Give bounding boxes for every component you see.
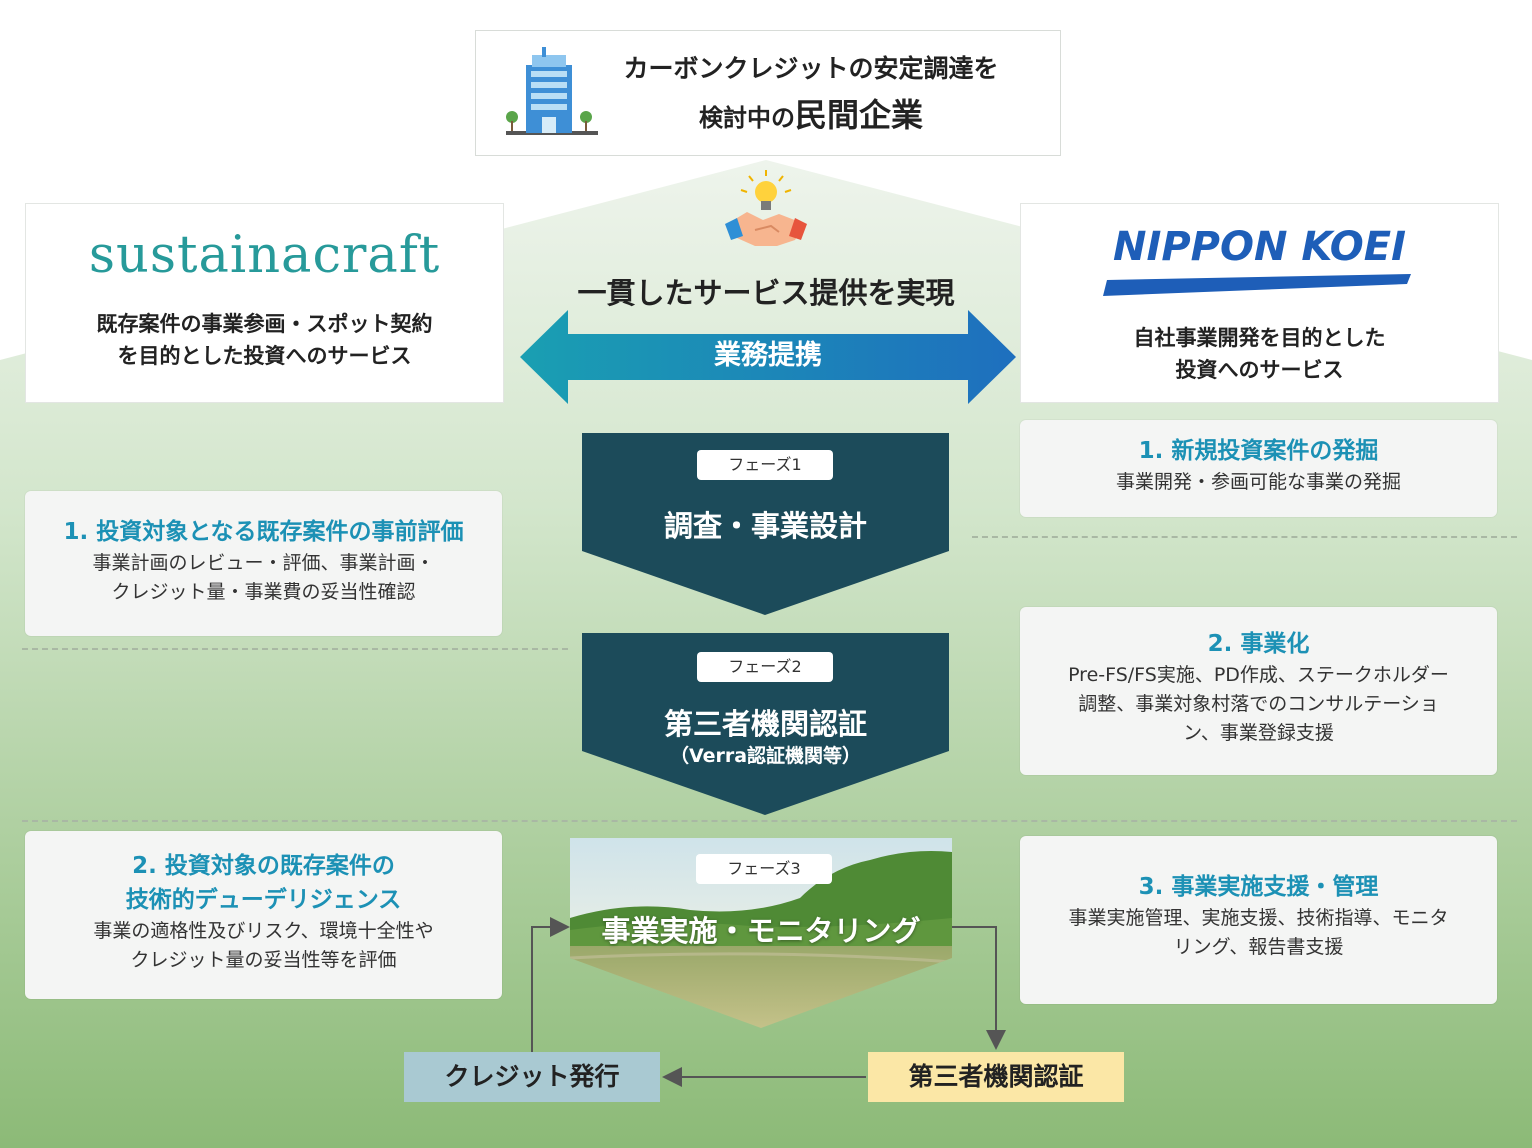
right-service-2-body-2: 調整、事業対象村落でのコンサルテーショ [1078, 693, 1439, 715]
phase-2-subtitle: （Verra認証機関等） [669, 745, 862, 767]
phase-1-shape [582, 433, 949, 615]
sustainacraft-desc-line2: を目的とした投資へのサービス [117, 344, 412, 368]
phase-2-chevron: フェーズ2 第三者機関認証 （Verra認証機関等） [582, 633, 949, 815]
phase-3-tag: フェーズ3 [696, 854, 832, 884]
target-client-main: 民間企業 [794, 96, 923, 134]
right-service-3: 3. 事業実施支援・管理 事業実施管理、実施支援、技術指導、モニタ リング、報告… [1020, 836, 1497, 1004]
phase-2-shape [582, 633, 949, 815]
left-service-1-body-1: 事業計画のレビュー・評価、事業計画・ [92, 552, 435, 574]
nippon-koei-logo: NIPPON KOEI [1112, 224, 1407, 270]
phase-3-chevron: フェーズ3 事業実施・モニタリング [570, 838, 952, 1028]
left-service-2-body-1: 事業の適格性及びリスク、環境十全性や [93, 920, 434, 942]
partnership-headline: 一貫したサービス提供を実現 [577, 276, 955, 310]
right-service-2-title: 2. 事業化 [1207, 631, 1310, 657]
target-client-box: カーボンクレジットの安定調達を 検討中の民間企業 [475, 30, 1061, 156]
nippon-koei-desc-line1: 自社事業開発を目的とした [1133, 326, 1386, 350]
left-service-2-title-1: 2. 投資対象の既存案件の [132, 853, 395, 879]
separator-full [22, 820, 1517, 822]
phase-1-title: 調査・事業設計 [663, 509, 867, 543]
separator-right-1 [972, 536, 1517, 538]
target-client-line1: カーボンクレジットの安定調達を [623, 54, 999, 83]
right-service-1: 1. 新規投資案件の発掘 事業開発・参画可能な事業の発掘 [1020, 420, 1497, 517]
right-service-3-body-1: 事業実施管理、実施支援、技術指導、モニタ [1068, 907, 1449, 929]
right-service-3-title: 3. 事業実施支援・管理 [1138, 874, 1379, 900]
right-service-1-title: 1. 新規投資案件の発掘 [1138, 438, 1379, 464]
right-service-2-body-3: ン、事業登録支援 [1183, 722, 1334, 744]
nippon-koei-desc-line2: 投資へのサービス [1175, 358, 1344, 382]
phase-1-chevron: フェーズ1 調査・事業設計 [582, 433, 949, 615]
left-service-2-title-2: 技術的デューデリジェンス [125, 887, 402, 913]
phase-3-mangrove-photo [570, 838, 952, 1028]
partnership-double-arrow [520, 310, 1016, 404]
right-service-2: 2. 事業化 Pre-FS/FS実施、PD作成、ステークホルダー 調整、事業対象… [1020, 607, 1497, 775]
partnership-arrow-label: 業務提携 [714, 340, 822, 371]
left-service-2-body-2: クレジット量の妥当性等を評価 [130, 949, 397, 971]
phase-2-title: 第三者機関認証 [663, 707, 867, 741]
phase-2-tag: フェーズ2 [697, 652, 833, 682]
sustainacraft-desc-line1: 既存案件の事業参画・スポット契約 [96, 312, 433, 336]
nippon-koei-box: NIPPON KOEI 自社事業開発を目的とした 投資へのサービス [1020, 203, 1499, 403]
right-service-3-body-2: リング、報告書支援 [1173, 936, 1344, 958]
separator-left-1 [22, 648, 568, 650]
left-service-1: 1. 投資対象となる既存案件の事前評価 事業計画のレビュー・評価、事業計画・ ク… [25, 491, 502, 636]
target-client-line2: 検討中の民間企業 [596, 93, 1026, 143]
target-client-prefix: 検討中の [698, 104, 795, 132]
sustainacraft-logo: sustainacraft [88, 226, 441, 285]
phase-3-title: 事業実施・モニタリング [601, 914, 921, 948]
right-service-2-body-1: Pre-FS/FS実施、PD作成、ステークホルダー [1068, 664, 1449, 686]
office-building-icon [506, 47, 598, 135]
handshake-lightbulb-icon [725, 170, 807, 246]
left-service-1-body-2: クレジット量・事業費の妥当性確認 [111, 581, 416, 603]
right-service-1-body-1: 事業開発・参画可能な事業の発掘 [1115, 471, 1401, 493]
sustainacraft-box: sustainacraft 既存案件の事業参画・スポット契約 を目的とした投資へ… [25, 203, 504, 403]
phase-1-tag: フェーズ1 [697, 450, 833, 480]
third-party-certification-box: 第三者機関認証 [868, 1052, 1124, 1102]
nippon-koei-logo-bar [1103, 274, 1411, 296]
left-service-2: 2. 投資対象の既存案件の 技術的デューデリジェンス 事業の適格性及びリスク、環… [25, 831, 502, 999]
credit-issuance-box: クレジット発行 [404, 1052, 660, 1102]
left-service-1-title: 1. 投資対象となる既存案件の事前評価 [63, 519, 464, 545]
